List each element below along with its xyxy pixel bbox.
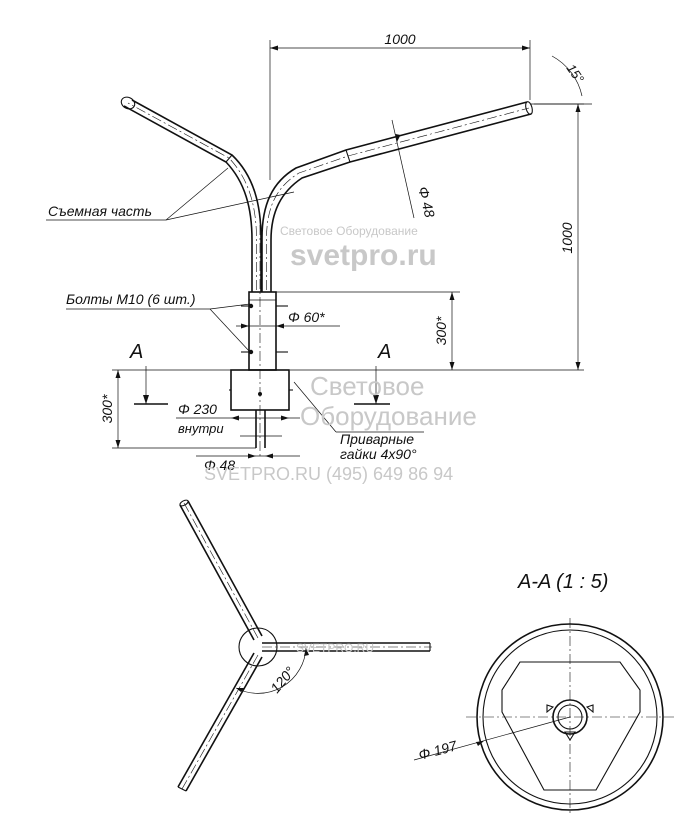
dimension-socket-diameter: Φ 60* <box>236 309 340 329</box>
height-dimension: 1000 <box>559 222 575 253</box>
side-elevation: 1000 15° 1000 Φ 48 Φ 60* <box>46 31 592 473</box>
section-mark-left: A <box>129 341 143 363</box>
dimension-span: 1000 <box>269 31 531 180</box>
plan-view: 120° <box>177 499 432 792</box>
bolt-icon <box>248 349 254 355</box>
bolts-label: Болты М10 (6 шт.) <box>66 291 195 307</box>
section-aa: A-A (1 : 5) Φ 197 <box>413 571 674 816</box>
watermark-brand-line2: Оборудование <box>300 401 477 431</box>
socket-diameter-dimension: Φ 60* <box>288 309 325 325</box>
dimension-height: 1000 <box>290 103 584 371</box>
left-arm <box>120 96 262 292</box>
base-height-dimension: 300* <box>99 394 115 423</box>
removable-part-label: Съемная часть <box>48 203 152 219</box>
watermark-brand-line1: Световое <box>310 371 424 401</box>
base-flange <box>229 225 293 458</box>
dimension-socket-height: 300* <box>276 291 460 370</box>
section-marks: A A <box>129 341 391 405</box>
pipe-diameter-dimension: Φ 48 <box>204 457 235 473</box>
nuts-label-line2: гайки 4х90° <box>340 446 417 462</box>
dimension-angle: 15° <box>530 55 592 105</box>
angle-dimension: 15° <box>564 61 588 86</box>
section-diameter-dimension: Φ 197 <box>417 737 460 763</box>
watermark-brand-small: Световое Оборудование <box>280 224 418 238</box>
nuts-label-line1: Приварные <box>340 431 414 447</box>
dimension-pipe-diameter: Φ 48 <box>196 453 300 473</box>
watermark-contact: SVETPRO.RU (495) 649 86 94 <box>204 464 453 484</box>
dimension-arm-diameter: Φ 48 <box>391 119 438 219</box>
callouts: Съемная часть Болты М10 (6 шт.) Приварны… <box>46 167 424 462</box>
bolt-icon <box>248 303 254 309</box>
socket <box>241 291 288 371</box>
plan-angle-dimension: 120° <box>267 663 298 696</box>
base-diameter-dimension: Φ 230 <box>178 401 217 417</box>
base-inside-label: внутри <box>178 421 224 436</box>
section-mark-right: A <box>377 341 391 363</box>
watermark-site: svetpro.ru <box>290 239 437 272</box>
dimension-base-diameter: Φ 230 внутри <box>176 401 300 436</box>
watermark-plan-mark: SVETPRO.RU <box>296 641 374 655</box>
span-dimension: 1000 <box>384 31 415 47</box>
watermarks: Световое Оборудование svetpro.ru Светово… <box>204 224 477 655</box>
section-title: A-A (1 : 5) <box>517 571 608 593</box>
socket-height-dimension: 300* <box>433 316 449 345</box>
arm-diameter-dimension: Φ 48 <box>415 185 438 219</box>
dimension-base-height: 300* <box>99 369 256 449</box>
